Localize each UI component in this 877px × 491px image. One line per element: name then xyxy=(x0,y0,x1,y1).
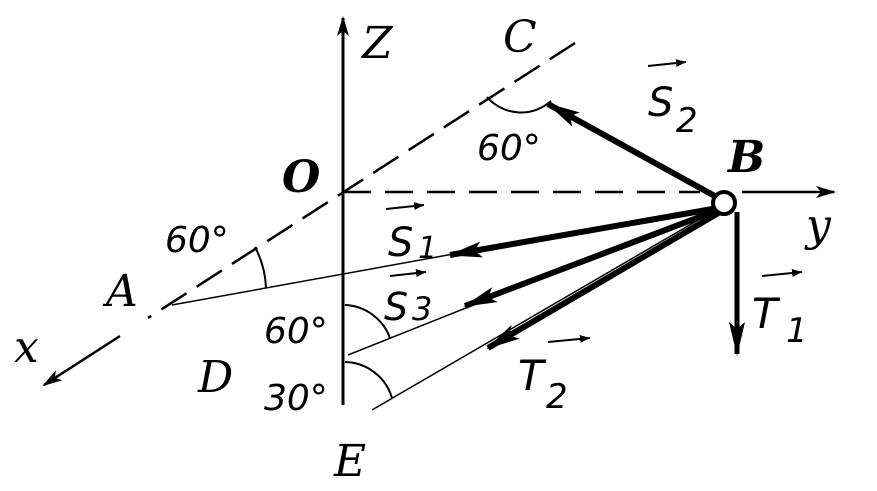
t1-overarrow xyxy=(761,269,803,277)
point-o-label: O xyxy=(282,152,320,203)
point-b-label: B xyxy=(726,132,765,183)
vector-s2 xyxy=(546,101,724,203)
y-axis-label: y xyxy=(804,200,832,251)
angle-arc-d xyxy=(344,304,391,339)
point-b-marker xyxy=(711,190,737,216)
label-s3: S 3 xyxy=(384,269,432,329)
point-d-label: D xyxy=(197,352,233,403)
x-axis-line xyxy=(147,41,576,320)
x-axis-label: x xyxy=(14,322,39,373)
s3-overarrow xyxy=(389,269,427,278)
label-s1: S 1 xyxy=(385,202,437,266)
vector-t2 xyxy=(486,209,722,351)
s2-subscript: 2 xyxy=(676,101,698,141)
z-axis-label: Z xyxy=(360,18,394,69)
angle-label-c: 60° xyxy=(477,128,541,169)
t2-overarrow xyxy=(547,334,591,343)
t2-letter: T xyxy=(518,351,547,400)
point-a-label: A xyxy=(102,266,138,317)
point-c-label: C xyxy=(503,12,537,63)
angle-arc-a xyxy=(254,246,267,289)
vector-s3 xyxy=(463,207,720,309)
s2-letter: S xyxy=(648,80,673,126)
angle-arc-e xyxy=(344,361,393,399)
angle-label-a: 60° xyxy=(165,220,229,261)
angle-arc-c xyxy=(486,96,552,114)
vector-s1 xyxy=(448,205,719,258)
point-e-label: E xyxy=(333,436,366,487)
angle-label-e: 30° xyxy=(264,378,328,419)
label-t2: T 2 xyxy=(518,334,591,417)
x-axis-tip xyxy=(42,334,121,387)
s1-overarrow xyxy=(385,202,425,211)
label-t1: T 1 xyxy=(752,269,808,351)
t2-subscript: 2 xyxy=(546,377,568,417)
s3-letter: S xyxy=(384,285,408,329)
t1-letter: T xyxy=(752,289,781,338)
label-s2: S 2 xyxy=(647,59,698,141)
s3-subscript: 3 xyxy=(412,290,432,328)
t1-subscript: 1 xyxy=(786,311,808,351)
s2-overarrow xyxy=(647,59,687,68)
angle-label-d: 60° xyxy=(264,311,328,352)
s1-subscript: 1 xyxy=(418,231,437,266)
s1-letter: S xyxy=(388,220,413,266)
line-eb xyxy=(371,204,725,411)
